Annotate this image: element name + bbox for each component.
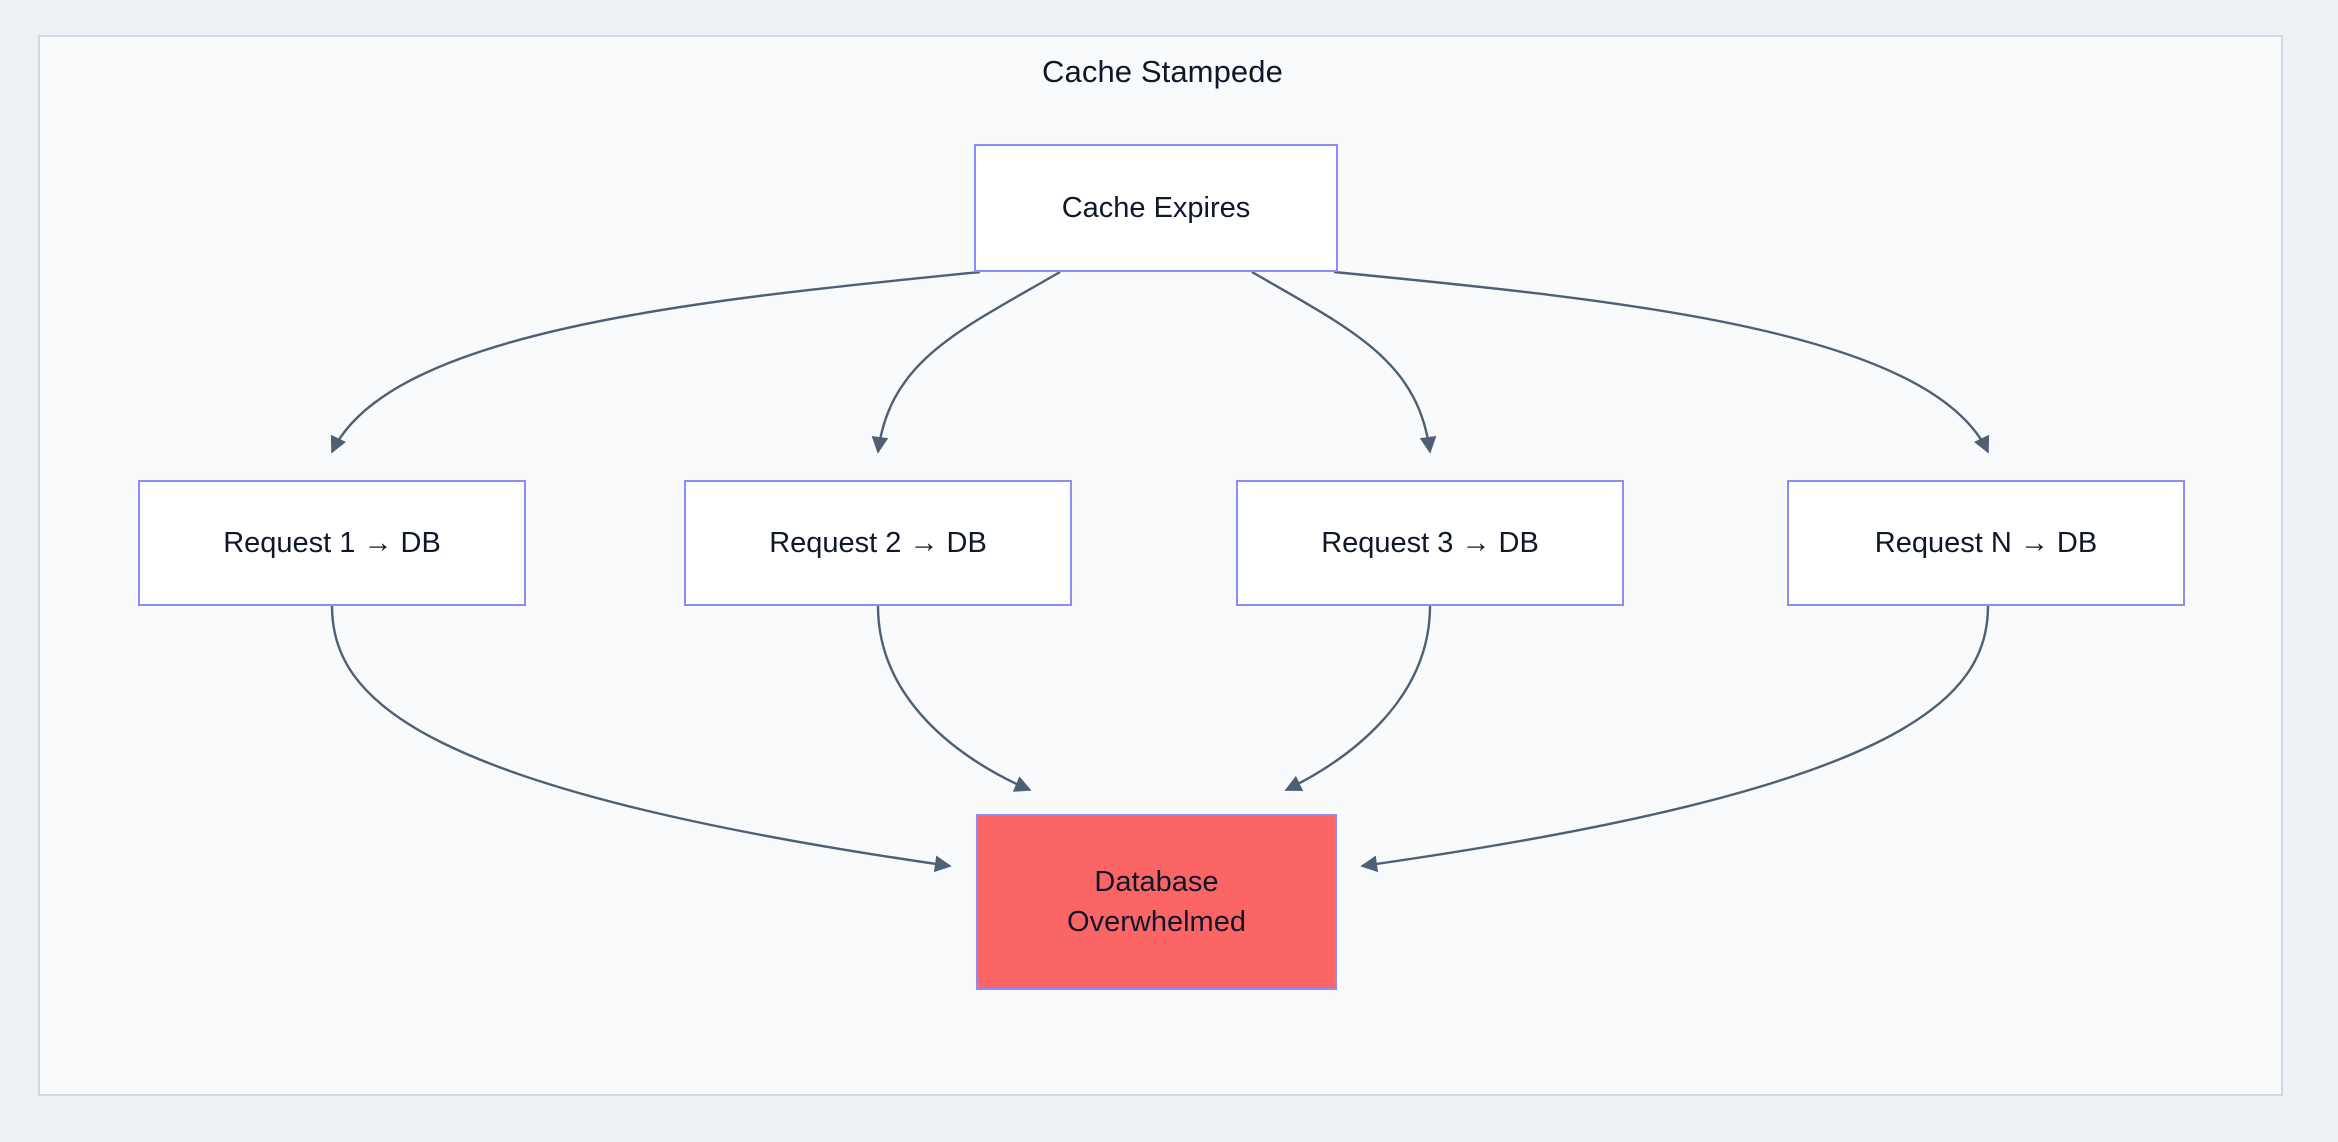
- node-request-n[interactable]: Request N → DB: [1787, 480, 2185, 606]
- node-request-1[interactable]: Request 1 → DB: [138, 480, 526, 606]
- node-request-n-label: Request N → DB: [1874, 526, 2098, 559]
- node-request-3[interactable]: Request 3 → DB: [1236, 480, 1624, 606]
- node-request-2[interactable]: Request 2 → DB: [684, 480, 1072, 606]
- node-request-2-label: Request 2 → DB: [769, 526, 987, 559]
- node-database-overwhelmed[interactable]: Database Overwhelmed: [976, 814, 1337, 990]
- node-request-3-label: Request 3 → DB: [1321, 526, 1539, 559]
- node-cache-expires[interactable]: Cache Expires: [974, 144, 1338, 272]
- page-title: Cache Stampede: [1042, 54, 1283, 89]
- node-cache-expires-label: Cache Expires: [1061, 191, 1251, 224]
- node-request-1-label: Request 1 → DB: [223, 526, 441, 559]
- node-database-overwhelmed-label: Database Overwhelmed: [1067, 865, 1246, 938]
